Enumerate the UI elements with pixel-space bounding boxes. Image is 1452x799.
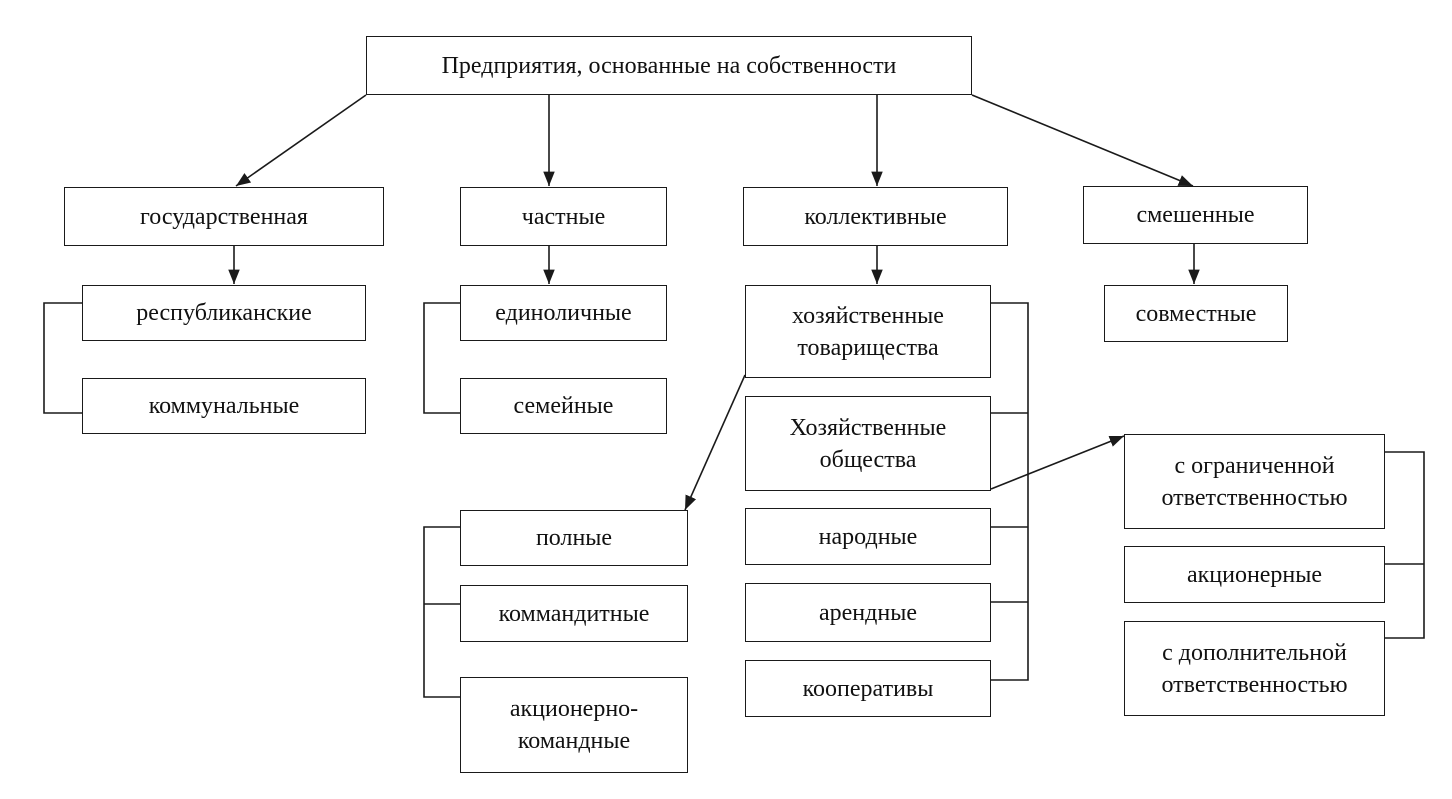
collective-type-partnerships: хозяйственные товарищества: [745, 285, 991, 378]
partnership-type-joint-stock-limited: акционерно- командные: [460, 677, 688, 773]
collective-type-companies: Хозяйственные общества: [745, 396, 991, 491]
category-private: частные: [460, 187, 667, 246]
private-type-sole: единоличные: [460, 285, 667, 341]
bracket-collective-types: [991, 302, 1029, 681]
company-type-joint-stock: акционерные: [1124, 546, 1385, 603]
root-box: Предприятия, основанные на собственности: [366, 36, 972, 95]
bracket-company-types: [1385, 451, 1425, 639]
state-type-republican: республиканские: [82, 285, 366, 341]
category-mixed: смешенные: [1083, 186, 1308, 244]
category-collective: коллективные: [743, 187, 1008, 246]
collective-type-lease: арендные: [745, 583, 991, 642]
mixed-type-joint: совместные: [1104, 285, 1288, 342]
collective-type-cooperatives: кооперативы: [745, 660, 991, 717]
collective-type-people: народные: [745, 508, 991, 565]
state-type-communal: коммунальные: [82, 378, 366, 434]
bracket-private-types: [423, 302, 460, 414]
private-type-family: семейные: [460, 378, 667, 434]
bracket-state-types: [43, 302, 82, 414]
arrow-partnerships-to-full: [684, 374, 746, 511]
bracket-partnership-types: [423, 526, 460, 698]
partnership-type-limited: коммандитные: [460, 585, 688, 642]
partnership-type-full: полные: [460, 510, 688, 566]
company-type-limited-liability: с ограниченной ответственностью: [1124, 434, 1385, 529]
category-state: государственная: [64, 187, 384, 246]
company-type-additional-liability: с дополнительной ответственностью: [1124, 621, 1385, 716]
arrow-root-to-mixed: [971, 94, 1194, 187]
arrow-companies-to-llc: [990, 435, 1125, 490]
arrow-root-to-state: [235, 94, 367, 187]
